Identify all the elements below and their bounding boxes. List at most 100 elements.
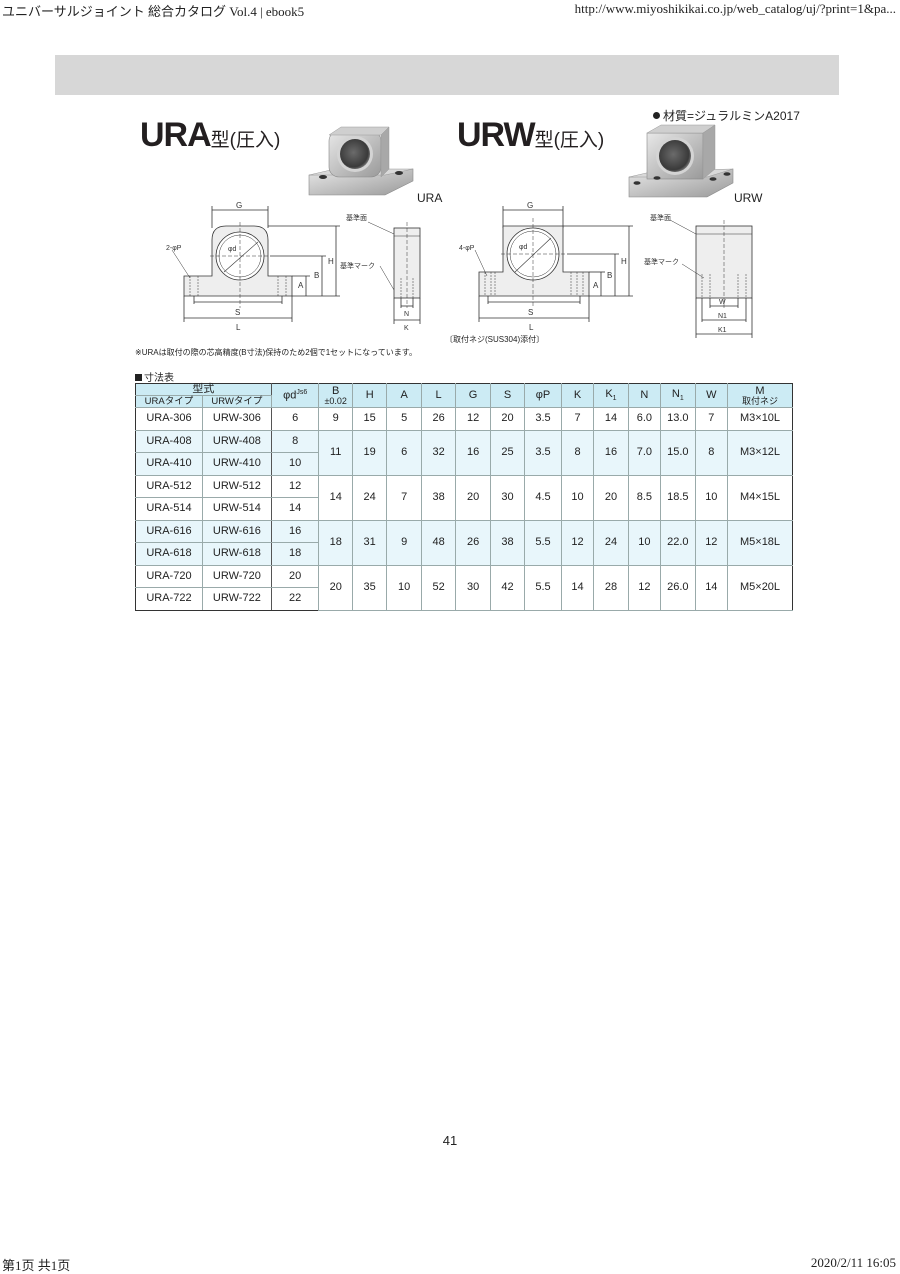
cell-b: 18: [318, 519, 353, 566]
urw-dim-b: B: [607, 271, 612, 280]
cell-k: 7: [560, 407, 595, 431]
document-title: ユニバーサルジョイント 総合カタログ Vol.4 | ebook5: [2, 4, 305, 19]
urw-side-drawing: 基準面 基準マーク W N1 K1: [644, 213, 753, 338]
header-n1: N1: [660, 383, 696, 408]
cell-ura-model: URA-720: [135, 564, 203, 588]
cell-h: 24: [351, 474, 388, 521]
ura-dim-a: A: [298, 281, 304, 290]
cell-d: 18: [270, 542, 320, 566]
cell-urw-model: URW-616: [201, 519, 272, 543]
cell-h: 15: [351, 407, 388, 431]
cell-m: M5×20L: [727, 564, 793, 611]
cell-d: 14: [270, 497, 320, 521]
cell-w: 8: [694, 429, 729, 476]
cell-n1: 18.5: [660, 474, 696, 521]
cell-w: 14: [694, 564, 729, 611]
table-row: URA-512 URW-512 12 14 24 7 38 20 30 4.5 …: [135, 474, 793, 521]
table-row: URA-720 URW-720 20 20 35 10 52 30 42 5.5…: [135, 564, 793, 611]
ura-dim-n: N: [404, 311, 409, 318]
header-phi-d: φdJs6: [270, 383, 320, 408]
urw-title: URW型(圧入): [457, 116, 604, 155]
cell-d: 16: [270, 519, 320, 543]
urw-image-label: URW: [734, 191, 763, 205]
cell-n1: 26.0: [660, 564, 696, 611]
ura-side-drawing: 基準面 基準マーク N K: [340, 213, 421, 332]
cell-p: 3.5: [524, 429, 562, 476]
ura-dim-k: K: [404, 325, 409, 332]
cell-k1: 16: [593, 429, 629, 476]
ura-dim-l: L: [236, 323, 241, 332]
header-n1-text: N: [671, 387, 680, 400]
urw-front-drawing: G S L H B A φd 4-φP: [459, 201, 633, 332]
cell-b: 11: [318, 429, 353, 476]
cell-a: 7: [386, 474, 422, 521]
cell-n1: 22.0: [660, 519, 696, 566]
header-m-sub: 取付ネジ: [742, 395, 779, 406]
cell-s: 25: [489, 429, 526, 476]
cell-ura-model: URA-722: [135, 587, 203, 611]
ura-dim-h: H: [328, 257, 334, 266]
urw-dim-n1: N1: [718, 313, 727, 320]
header-phi-d-text: φd: [283, 389, 297, 402]
cell-s: 20: [489, 407, 526, 431]
cell-k: 14: [560, 564, 595, 611]
cell-urw-model: URW-618: [201, 542, 272, 566]
cell-b: 14: [318, 474, 353, 521]
urw-title-main: URW: [457, 116, 536, 154]
cell-urw-model: URW-512: [201, 474, 272, 498]
cell-n1: 13.0: [660, 407, 696, 431]
ura-product-image: [308, 126, 414, 196]
ura-bore-label: φd: [228, 246, 237, 253]
urw-ref-mark: 基準マーク: [644, 257, 679, 266]
material-note: 材質=ジュラルミンA2017: [653, 107, 800, 124]
urw-dim-a: A: [593, 281, 599, 290]
ura-ref-mark: 基準マーク: [340, 261, 375, 270]
table-caption-text: 寸法表: [144, 373, 174, 384]
urw-dim-s: S: [528, 308, 533, 317]
ura-title: URA型(圧入): [140, 116, 280, 155]
urw-title-suffix: 型(圧入): [534, 130, 605, 151]
cell-n: 8.5: [627, 474, 662, 521]
cell-g: 16: [455, 429, 491, 476]
cell-ura-model: URA-408: [135, 429, 203, 453]
urw-dim-k1: K1: [718, 327, 727, 334]
header-model: 型式: [135, 383, 272, 396]
document-url[interactable]: http://www.miyoshikikai.co.jp/web_catalo…: [574, 1, 896, 16]
cell-l: 52: [420, 564, 457, 611]
header-b-tol: ±0.02: [324, 395, 347, 406]
cell-l: 26: [420, 407, 457, 431]
cell-b: 20: [318, 564, 353, 611]
header-n1-sub: 1: [679, 395, 684, 403]
cell-ura-model: URA-410: [135, 452, 203, 476]
header-a: A: [386, 383, 422, 408]
table-row: URA-410 URW-410 10: [135, 452, 793, 476]
header-phi-d-tol: Js6: [296, 389, 308, 397]
cell-g: 26: [455, 519, 491, 566]
header-banner: [55, 55, 839, 95]
header-k: K: [560, 383, 595, 408]
cell-h: 35: [351, 564, 388, 611]
cell-k1: 28: [593, 564, 629, 611]
urw-dim-l: L: [529, 323, 534, 332]
dimensions-table: 型式 φdJs6 B±0.02 H A L G S φP K K1 N N1 W…: [135, 383, 793, 611]
cell-d: 8: [270, 429, 320, 453]
cell-w: 7: [694, 407, 729, 431]
cell-urw-model: URW-720: [201, 564, 272, 588]
cell-l: 48: [420, 519, 457, 566]
cell-n: 12: [627, 564, 662, 611]
header-l: L: [420, 383, 457, 408]
table-row: URA-722 URW-722 22: [135, 587, 793, 611]
cell-m: M4×15L: [727, 474, 793, 521]
table-row: URA-618 URW-618 18: [135, 542, 793, 566]
cell-d: 6: [270, 407, 320, 431]
cell-n: 6.0: [627, 407, 662, 431]
header-k1-sub: 1: [612, 395, 617, 403]
header-k1: K1: [593, 383, 629, 408]
ura-image-label: URA: [417, 191, 443, 205]
print-datetime: 2020/2/11 16:05: [810, 1255, 896, 1270]
header-ura-type: URAタイプ: [135, 395, 203, 408]
cell-k1: 20: [593, 474, 629, 521]
header-k1-text: K: [605, 387, 613, 400]
ura-title-suffix: 型(圧入): [210, 130, 281, 151]
cell-m: M3×10L: [727, 407, 793, 431]
